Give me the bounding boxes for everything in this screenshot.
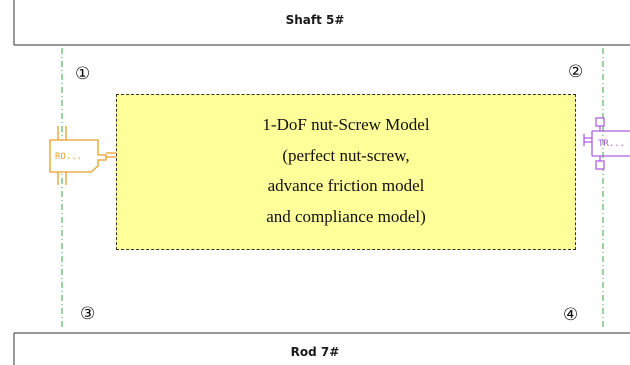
model-detail-line-3: and compliance model) xyxy=(266,206,426,226)
right-port-icon[interactable] xyxy=(583,117,630,170)
shaft-bar[interactable] xyxy=(13,0,630,46)
left-port-icon[interactable] xyxy=(49,126,116,185)
marker-2: ② xyxy=(568,62,584,82)
model-detail-line-1: (perfect nut-screw, xyxy=(282,145,410,165)
marker-4: ④ xyxy=(563,305,579,325)
marker-1: ① xyxy=(75,64,91,84)
marker-3: ③ xyxy=(80,304,96,324)
model-detail-line-2: advance friction model xyxy=(267,176,425,195)
shaft-label: Shaft 5# xyxy=(285,13,345,27)
rod-label: Rod 7# xyxy=(290,345,340,359)
rod-bar[interactable] xyxy=(13,332,630,365)
model-block[interactable] xyxy=(116,94,576,250)
left-port-label: RO... xyxy=(55,152,83,162)
right-port-label: TR... xyxy=(598,139,626,149)
model-title-line: 1-DoF nut-Screw Model xyxy=(262,115,430,134)
model-description: 1-DoF nut-Screw Model (perfect nut-screw… xyxy=(116,110,576,232)
